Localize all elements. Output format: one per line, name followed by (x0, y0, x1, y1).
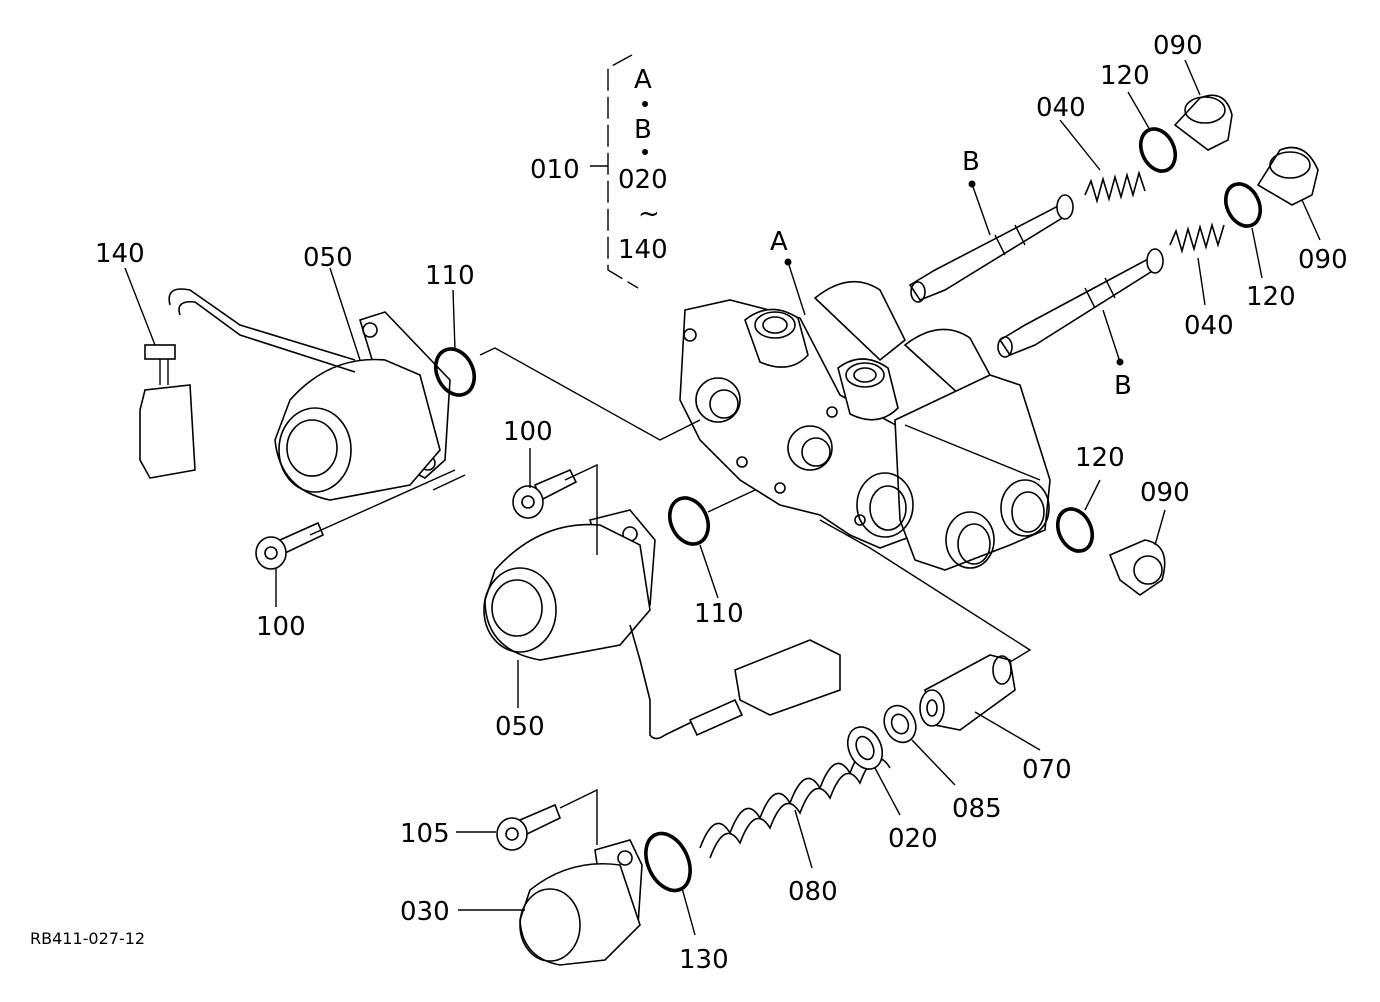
spring-080 (699, 747, 891, 859)
washer-020 (846, 726, 884, 770)
o-ring-120-mid (1055, 507, 1095, 553)
assembly-range-from: 020 (618, 165, 668, 195)
callout-090-mid: 090 (1140, 478, 1190, 508)
callout-B-top: B (962, 147, 980, 177)
bolt-100-left (255, 521, 325, 570)
leader-lines (124, 59, 1321, 936)
callout-120-top: 120 (1100, 61, 1150, 91)
callout-120-mid: 120 (1075, 443, 1125, 473)
plug-090-right (1256, 146, 1319, 206)
plug-090-top (1173, 94, 1233, 151)
solenoid-050-upper (139, 288, 451, 501)
spring-040-lower (1169, 222, 1225, 254)
o-ring-110-top (433, 347, 477, 397)
callout-090-right: 090 (1298, 245, 1348, 275)
spool-upper (908, 194, 1074, 303)
callout-040-top: 040 (1036, 93, 1086, 123)
assembly-range-b: B (634, 115, 652, 145)
valve-body (679, 280, 1051, 571)
axis-lines (309, 347, 1032, 845)
spring-040-upper (1084, 170, 1146, 204)
assembly-range-a: A (634, 65, 652, 95)
callout-090-top: 090 (1153, 31, 1203, 61)
callout-B-right: B (1114, 371, 1132, 401)
callout-105: 105 (400, 819, 450, 849)
dot-B-right (1116, 358, 1124, 366)
assembly-range-to: 140 (618, 235, 668, 265)
piston-070 (919, 654, 1016, 731)
spool-lower (997, 248, 1164, 358)
callout-A: A (770, 227, 788, 257)
dot-A (784, 258, 792, 266)
callout-030: 030 (400, 897, 450, 927)
callout-130: 130 (679, 945, 729, 975)
callout-070: 070 (1022, 755, 1072, 785)
callout-110-mid: 110 (694, 599, 744, 629)
callout-100-top: 100 (503, 417, 553, 447)
callout-100-left: 100 (256, 612, 306, 642)
washer-085 (883, 704, 917, 744)
callout-120-right: 120 (1246, 282, 1296, 312)
callout-020: 020 (888, 824, 938, 854)
bolt-105 (496, 803, 562, 851)
callout-050-mid: 050 (495, 712, 545, 742)
callout-110-top: 110 (425, 261, 475, 291)
drawing-code: RB411-027-12 (30, 929, 145, 948)
dot-B-top (968, 180, 976, 188)
o-ring-120-right (1223, 182, 1263, 228)
assembly-bracket (590, 54, 648, 289)
callout-050-top: 050 (303, 243, 353, 273)
bolt-100-top (512, 468, 578, 519)
o-ring-110-mid (667, 496, 711, 546)
o-ring-120-top (1138, 127, 1178, 173)
solenoid-050-mid (483, 509, 841, 740)
o-ring-130 (644, 831, 692, 893)
assembly-range-tilde: ~ (638, 199, 660, 229)
callout-080: 080 (788, 877, 838, 907)
callout-140: 140 (95, 239, 145, 269)
callout-085: 085 (952, 794, 1002, 824)
plug-090-mid (1108, 539, 1166, 596)
assembly-ref-label: 010 (530, 155, 580, 185)
solenoid-030 (519, 839, 643, 966)
callout-040-right: 040 (1184, 311, 1234, 341)
